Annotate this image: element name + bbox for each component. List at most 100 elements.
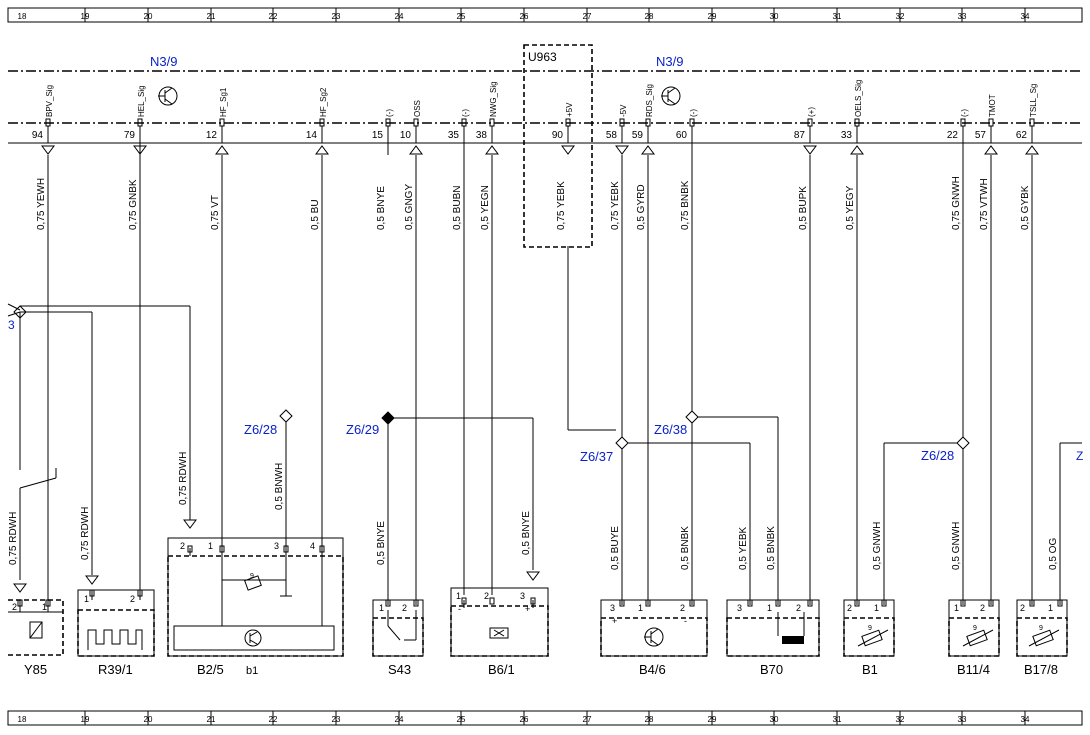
grid-number: 25	[457, 715, 466, 724]
transistor-icon	[158, 86, 178, 106]
pin-number: 59	[632, 130, 644, 141]
component-sublabel: b1	[246, 665, 258, 677]
wire-label: 0,5 GNGY	[404, 184, 415, 230]
component-pin: 1	[638, 603, 643, 613]
module-label-left: N3/9	[150, 54, 177, 69]
wire-label: 0,75 RDWH	[178, 452, 189, 505]
component-y85: Y85	[8, 599, 64, 677]
grid-number: 23	[332, 715, 341, 724]
wire-label: 0,75 RDWH	[80, 507, 91, 560]
module-label-right: N3/9	[656, 54, 683, 69]
component-pin: 1	[767, 603, 772, 613]
wire-label: 0,5 BUBN	[452, 186, 463, 230]
component-b11-4: B11/4	[948, 599, 1000, 677]
wire-label: 0,5 BNYE	[376, 186, 387, 230]
component-pin: 2	[980, 603, 985, 613]
component-pin: 1	[456, 591, 461, 601]
pin-signal: RDS_Sig	[645, 84, 654, 117]
temperature-sensor-icon	[962, 629, 994, 647]
component-label: B11/4	[957, 662, 990, 677]
component-label: B1	[862, 662, 878, 677]
wire-label: 0,5 BNWH	[274, 463, 285, 510]
pin-signal: TMOT	[988, 94, 997, 117]
component-label: B17/8	[1024, 662, 1058, 677]
wire-label: 0,75 GNWH	[951, 176, 962, 230]
pin-number: 94	[32, 130, 44, 141]
pin-number: 90	[552, 130, 564, 141]
wire-label: 0,75 VTWH	[979, 178, 990, 230]
component-pin: 1	[874, 603, 879, 613]
component-pin: 2	[12, 602, 17, 612]
wire-label: 0,75 YEBK	[610, 181, 621, 230]
wire-label: 0,5 GYRD	[636, 184, 647, 230]
grid-number: 22	[269, 715, 278, 724]
splice-label: Z6/28	[244, 422, 277, 437]
pin-signal: (-)	[689, 109, 698, 117]
edge-reference: Z	[1076, 449, 1083, 463]
grid-number: 31	[833, 715, 842, 724]
component-label: B4/6	[639, 662, 666, 677]
pin-signal: -5V	[619, 104, 628, 117]
wire-label: 0,5 BUPK	[798, 186, 809, 230]
pin-number: 60	[676, 130, 688, 141]
component-pin: 3	[520, 591, 525, 601]
pin-signal: BPV_Sig	[45, 85, 54, 117]
wire-label: 0,5 BNBK	[680, 526, 691, 570]
component-pin: 2	[680, 603, 685, 613]
splice-label: Z6/37	[580, 449, 613, 464]
pin-signal: (-)	[385, 109, 394, 117]
grid-number: 18	[18, 12, 27, 21]
component-label: Y85	[24, 662, 47, 677]
grid-number: 26	[520, 715, 529, 724]
splice-label: Z6/38	[654, 422, 687, 437]
wire-label: 0,5 YEGN	[480, 185, 491, 230]
wire-label: 0,5 BU	[310, 199, 321, 230]
component-pin: 2	[796, 603, 801, 613]
splice-label: Z6/28	[921, 448, 954, 463]
component-s43: S43	[372, 599, 424, 677]
pin-number: 38	[476, 130, 488, 141]
grid-number: 26	[520, 12, 529, 21]
wire-label: 0,75 BNBK	[680, 180, 691, 230]
pin-number: 35	[448, 130, 460, 141]
wire-label: 0,5 YEGY	[845, 185, 856, 230]
pin-signal: (-)	[960, 109, 969, 117]
component-label: B6/1	[488, 662, 515, 677]
grid-number: 32	[896, 715, 905, 724]
u963-label: U963	[528, 50, 557, 64]
pin-signal: TSLL_Sg	[1029, 84, 1038, 117]
wire-label: 0,75 YEWH	[36, 178, 47, 230]
pin-signal: OSS	[413, 100, 422, 117]
pin-number: 15	[372, 130, 384, 141]
component-b2-5: B2/5 b1	[167, 537, 344, 677]
pin-signal: OELS_Sig	[854, 80, 863, 117]
u963-box	[523, 44, 593, 248]
grid-number: 32	[896, 12, 905, 21]
pin-signal: (-)	[461, 109, 470, 117]
wire-label: 0,5 OG	[1048, 538, 1059, 570]
wire-label: 0,5 BNBK	[766, 526, 777, 570]
grid-number: 21	[207, 12, 216, 21]
component-pin: 2	[1020, 603, 1025, 613]
component-pin: +	[525, 604, 530, 614]
wire-label: 0,5 BNYE	[376, 521, 387, 565]
grid-number: 22	[269, 12, 278, 21]
pin-number: 14	[306, 130, 318, 141]
temperature-sensor-icon	[1028, 629, 1060, 647]
grid-number: 24	[395, 715, 404, 724]
grid-number: 24	[395, 12, 404, 21]
pin-number: 10	[400, 130, 412, 141]
grid-number: 20	[144, 715, 153, 724]
lower-wiring	[7, 246, 1082, 605]
sensor-mark: 9	[868, 625, 872, 632]
component-pin: 3	[610, 603, 615, 613]
pin-signal: HEL_Sig	[137, 85, 146, 117]
splice-label: Z6/29	[346, 422, 379, 437]
grid-number: 33	[958, 12, 967, 21]
component-pin: 2	[402, 603, 407, 613]
